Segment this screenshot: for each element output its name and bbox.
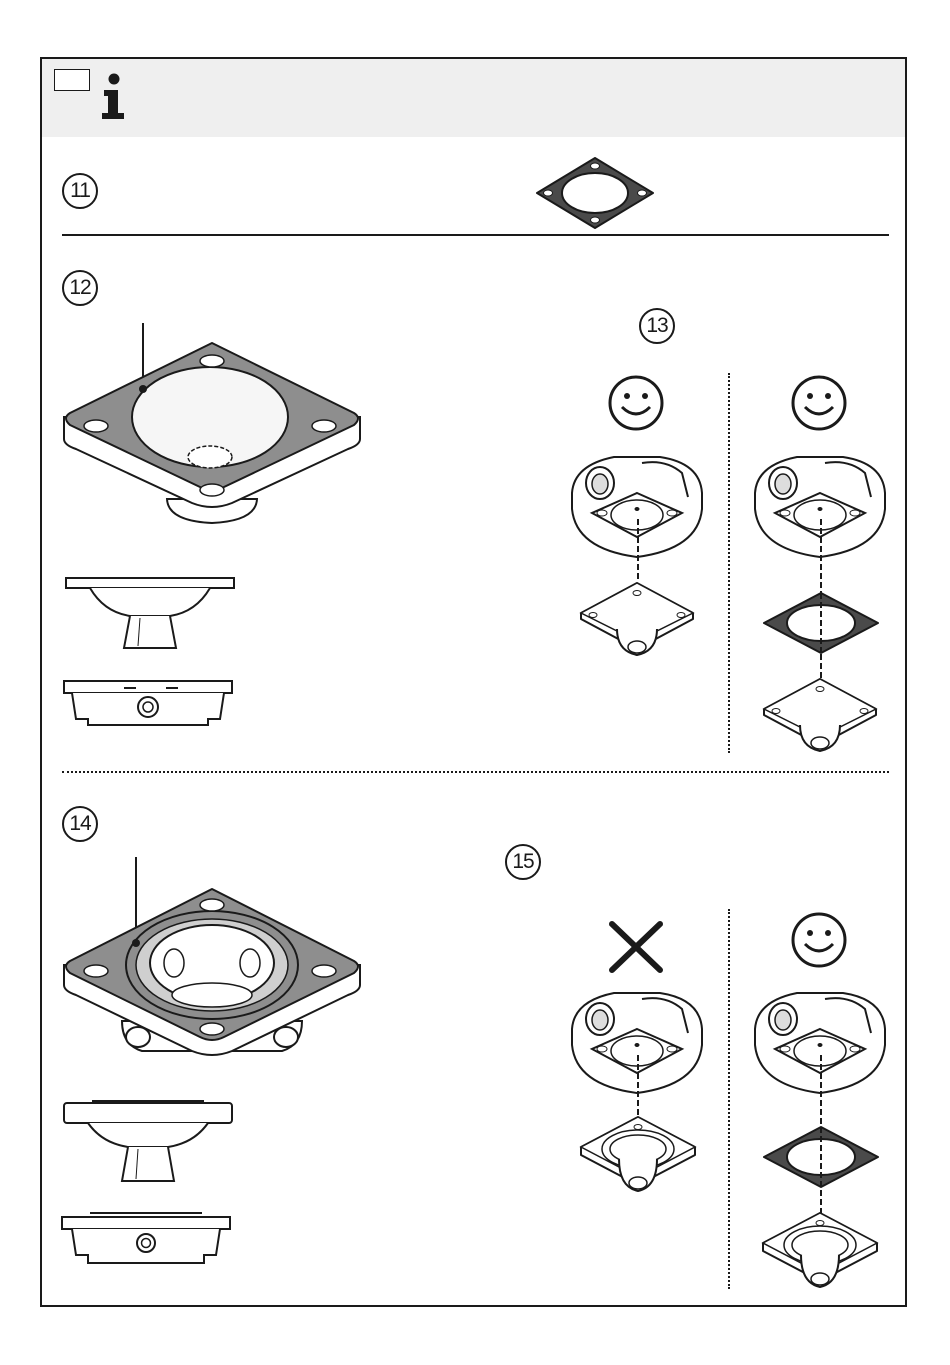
- gasket-part: [762, 591, 880, 655]
- vertical-divider: [728, 373, 730, 753]
- base-plate-with-gasket-iso: [62, 855, 362, 1075]
- step-number-13: 13: [639, 308, 675, 344]
- gasket-part: [762, 1125, 880, 1189]
- step-number-11: 11: [62, 173, 98, 209]
- gasket-top-view: [535, 156, 655, 230]
- smiley-face-icon: [791, 375, 847, 431]
- x-cross-icon: [607, 919, 665, 975]
- base-part: [760, 675, 880, 755]
- section-divider-dotted: [62, 771, 889, 773]
- base-with-gasket-part: [577, 1113, 699, 1197]
- smiley-face-icon: [608, 375, 664, 431]
- page-frame: 11 12 13: [40, 57, 907, 1307]
- base-side-view: [64, 576, 236, 652]
- base-with-gasket-side-view: [62, 1099, 234, 1185]
- label-box: [54, 69, 90, 91]
- base-with-gasket-part: [759, 1209, 881, 1293]
- base-with-gasket-front-view: [60, 1209, 232, 1269]
- base-part: [577, 579, 697, 659]
- smiley-face-icon: [791, 912, 847, 968]
- step-number-15: 15: [505, 844, 541, 880]
- vertical-divider: [728, 909, 730, 1289]
- info-icon: [98, 73, 128, 121]
- alignment-line: [633, 519, 643, 579]
- section-divider: [62, 234, 889, 236]
- step-number-12: 12: [62, 270, 98, 306]
- base-plate-iso: [62, 321, 362, 531]
- header-band: [42, 59, 905, 137]
- step-number-14: 14: [62, 806, 98, 842]
- base-front-view: [62, 679, 234, 729]
- alignment-line: [633, 1055, 643, 1115]
